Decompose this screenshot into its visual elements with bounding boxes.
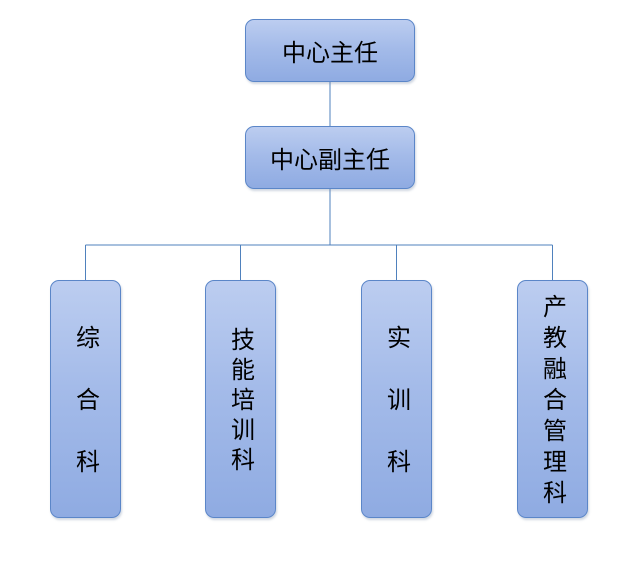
department-label-general: 综合科 (71, 325, 100, 511)
department-node-skills-training: 技能培训科 (205, 280, 276, 518)
deputy-director-node: 中心副主任 (245, 126, 415, 189)
department-label-skills-training: 技能培训科 (226, 327, 255, 477)
department-node-practical-training: 实训科 (361, 280, 432, 518)
director-label: 中心主任 (282, 39, 378, 67)
department-label-industry-education: 产教融合管理科 (538, 294, 567, 511)
department-node-general: 综合科 (50, 280, 121, 518)
deputy-director-label: 中心副主任 (270, 146, 390, 174)
department-node-industry-education: 产教融合管理科 (517, 280, 588, 518)
director-node: 中心主任 (245, 19, 415, 82)
department-label-practical-training: 实训科 (382, 325, 411, 511)
